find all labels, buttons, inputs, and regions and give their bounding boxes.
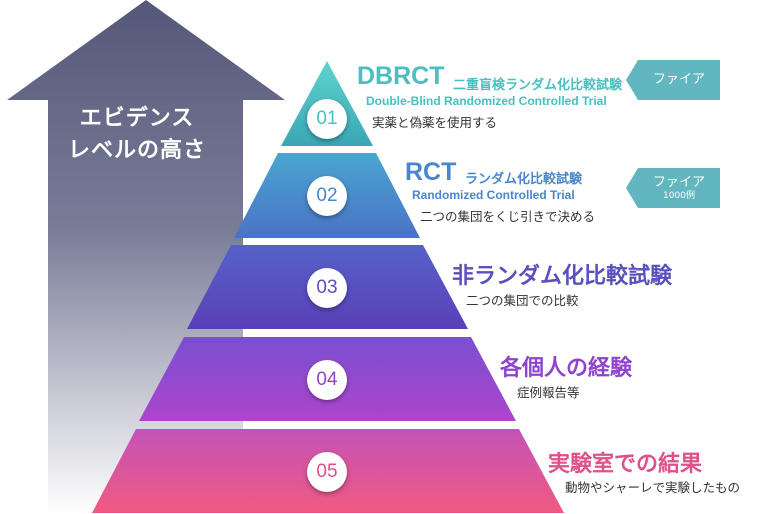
level-number-04: 04 bbox=[307, 360, 347, 400]
level-01-acronym: DBRCT bbox=[357, 62, 445, 90]
level-03-description: 二つの集団での比較 bbox=[466, 293, 579, 308]
level-01-english: Double-Blind Randomized Controlled Trial bbox=[366, 94, 607, 108]
level-02-description: 二つの集団をくじ引きで決める bbox=[420, 209, 596, 224]
level-01-title: 二重盲検ランダム化比較試験 bbox=[453, 78, 623, 93]
level-number-01: 01 bbox=[307, 99, 347, 139]
evidence-level-label-line1: エビデンス bbox=[79, 106, 195, 131]
level-05-description: 動物やシャーレで実験したもの bbox=[565, 480, 741, 495]
tag-fire-2-label: ファイア bbox=[652, 174, 705, 190]
level-04-title: 各個人の経験 bbox=[500, 356, 633, 381]
tag-fire-2: ファイア 1000例 bbox=[626, 168, 720, 208]
level-02-english: Randomized Controlled Trial bbox=[412, 188, 575, 202]
level-04-description: 症例報告等 bbox=[517, 385, 580, 400]
tag-fire-1-label: ファイア bbox=[652, 72, 705, 87]
tag-fire-2-sublabel: 1000例 bbox=[663, 190, 695, 201]
level-number-05: 05 bbox=[307, 452, 347, 492]
level-05-title: 実験室での結果 bbox=[548, 452, 703, 477]
level-03-title: 非ランダム化比較試験 bbox=[452, 264, 673, 289]
evidence-level-label-line2: レベルの高さ bbox=[67, 138, 206, 163]
level-01-description: 実薬と偽薬を使用する bbox=[372, 115, 498, 130]
evidence-level-label: エビデンス レベルの高さ bbox=[52, 103, 222, 167]
level-number-02: 02 bbox=[307, 176, 347, 216]
level-02-title: ランダム化比較試験 bbox=[465, 172, 583, 187]
tag-fire-1: ファイア bbox=[626, 60, 720, 100]
level-02-acronym: RCT bbox=[405, 158, 457, 186]
level-number-03: 03 bbox=[307, 268, 347, 308]
